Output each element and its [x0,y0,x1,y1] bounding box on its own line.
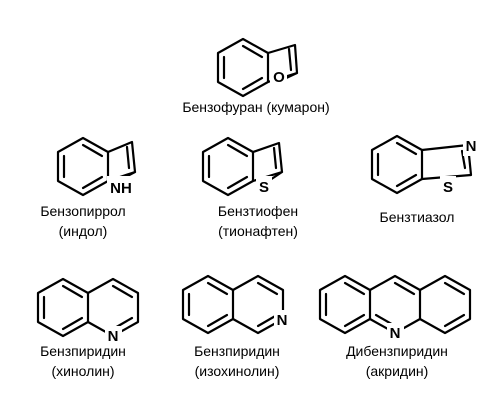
acridine-nitrogen-atom: N [390,325,401,342]
benzothiazole-nitrogen-atom: N [466,138,477,155]
thionaphthene-alt-name: (тионафтен) [218,223,298,239]
benzothiazole-sulfur-atom: S [443,179,453,196]
benzothiazole-name: Бензтиазол [380,209,455,225]
benzofuran-structure: O [216,37,299,98]
isoquinoline-nitrogen-atom: N [277,312,288,329]
thionaphthene-structure: S [201,136,284,197]
isoquinoline-alt-name: (изохинолин) [195,363,280,379]
benzofuran-name: Бензофуран (кумарон) [182,99,329,115]
acridine-structure: N [318,274,472,343]
benzothiazole-structure: N S [370,134,479,196]
quinoline-name: Бензпиридин [40,343,126,359]
acridine-name: Дибензпиридин [346,343,448,359]
quinoline-nitrogen-atom: N [108,328,119,345]
thionaphthene-sulfur-atom: S [259,179,269,196]
indole-alt-name: (индол) [59,223,108,239]
benzofuran-oxygen-atom: O [273,69,285,86]
indole-structure: NH [56,136,137,197]
indole-name: Бензопиррол [40,203,125,219]
quinoline-structure: N [36,277,140,346]
thionaphthene-name: Бензтиофен [218,203,298,219]
indole-nh-group: NH [110,180,132,197]
acridine-alt-name: (акридин) [366,363,429,379]
quinoline-alt-name: (хинолин) [51,363,114,379]
isoquinoline-name: Бензпиридин [194,343,280,359]
isoquinoline-structure: N [181,274,291,335]
